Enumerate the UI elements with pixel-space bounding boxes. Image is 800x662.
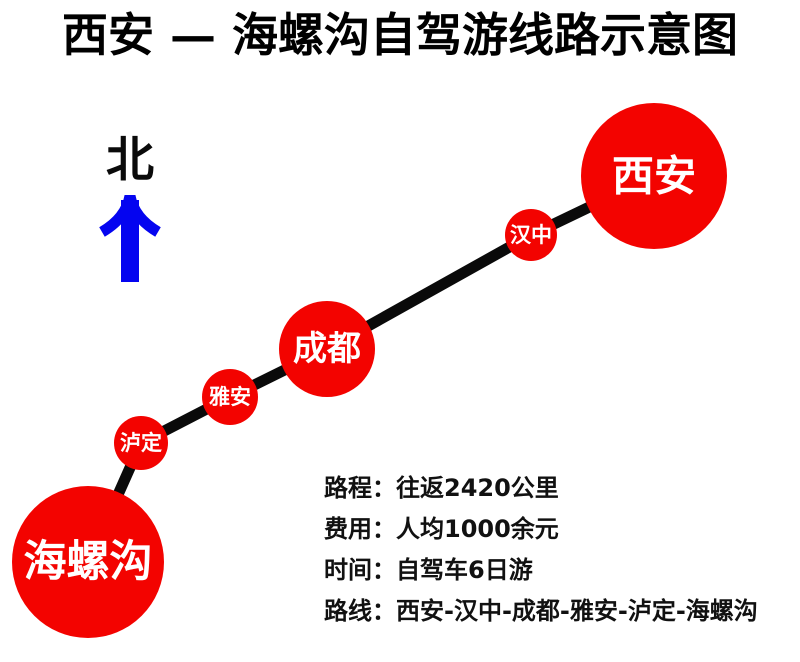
city-node-circle xyxy=(279,301,375,397)
city-node-label: 成都 xyxy=(293,329,361,369)
info-label: 时间： xyxy=(324,556,396,584)
info-label: 费用： xyxy=(324,515,396,543)
city-node-circle xyxy=(202,369,258,425)
info-label: 路程： xyxy=(324,474,396,502)
info-value: 自驾车6日游 xyxy=(396,556,533,584)
city-node-label: 汉中 xyxy=(510,223,552,247)
info-row-duration: 时间：自驾车6日游 xyxy=(324,550,758,591)
compass: 北 xyxy=(88,136,172,282)
page-title: 西安 — 海螺沟自驾游线路示意图 xyxy=(61,8,739,62)
city-node-label: 泸定 xyxy=(120,431,162,455)
city-node-label: 海螺沟 xyxy=(24,537,153,587)
info-label: 路线： xyxy=(324,597,396,625)
info-value: 人均1000余元 xyxy=(396,515,559,543)
city-node-circle xyxy=(581,103,727,249)
city-node-circle xyxy=(114,416,168,470)
city-node-label: 雅安 xyxy=(209,385,251,409)
info-row-cost: 费用：人均1000余元 xyxy=(324,509,758,550)
info-row-distance: 路程：往返2420公里 xyxy=(324,468,758,509)
info-value: 往返2420公里 xyxy=(396,474,559,502)
north-arrow-icon xyxy=(99,194,161,282)
info-row-route: 路线：西安-汉中-成都-雅安-泸定-海螺沟 xyxy=(324,591,758,632)
city-node-label: 西安 xyxy=(612,152,696,201)
north-label: 北 xyxy=(105,132,154,188)
info-value: 西安-汉中-成都-雅安-泸定-海螺沟 xyxy=(396,597,758,625)
route-info: 路程：往返2420公里 费用：人均1000余元 时间：自驾车6日游 路线：西安-… xyxy=(324,468,758,632)
city-node-circle xyxy=(505,209,557,261)
city-node-circle xyxy=(12,486,164,638)
